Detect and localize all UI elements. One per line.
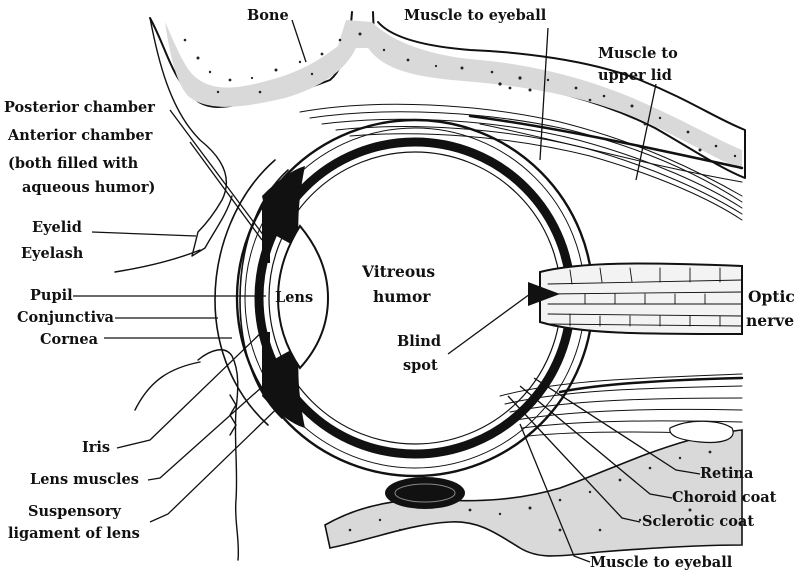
label-suspensory-1: Suspensory <box>28 503 122 520</box>
leader-posterior-chamber <box>170 110 264 236</box>
label-anterior-chamber: Anterior chamber <box>7 127 153 144</box>
leader-eyelid <box>92 232 196 236</box>
label-blind-spot-1: Blind <box>397 333 441 350</box>
label-eyelash: Eyelash <box>21 245 84 262</box>
label-sclerotic-coat: Sclerotic coat <box>642 513 754 530</box>
label-conjunctiva: Conjunctiva <box>17 309 115 326</box>
leader-muscle-to-eyeball-top <box>540 28 548 160</box>
label-muscle-to-upper-lid-2: upper lid <box>598 67 672 84</box>
label-lens-muscles: Lens muscles <box>30 471 139 488</box>
label-muscle-to-eyeball-top: Muscle to eyeball <box>404 7 547 24</box>
label-eyelid: Eyelid <box>32 219 82 236</box>
label-vitreous-1: Vitreous <box>361 262 435 281</box>
label-optic-nerve-1: Optic <box>748 287 795 306</box>
label-bone: Bone <box>247 7 289 24</box>
label-muscle-to-upper-lid-1: Muscle to <box>598 45 678 62</box>
label-retina: Retina <box>700 465 754 482</box>
label-choroid-coat: Choroid coat <box>672 489 777 506</box>
label-vitreous-2: humor <box>373 287 431 306</box>
label-posterior-chamber: Posterior chamber <box>4 99 155 116</box>
label-cornea: Cornea <box>40 331 99 348</box>
label-aqueous-2: aqueous humor) <box>22 179 155 196</box>
leader-bone <box>292 20 306 62</box>
optic-nerve <box>528 264 742 334</box>
label-suspensory-2: ligament of lens <box>8 525 140 542</box>
leader-lens-muscles <box>148 378 272 480</box>
label-lens: Lens <box>275 289 313 306</box>
label-optic-nerve-2: nerve <box>746 311 794 330</box>
leader-blind-spot <box>448 294 530 354</box>
label-blind-spot-2: spot <box>403 357 438 374</box>
label-iris: Iris <box>82 439 110 456</box>
label-aqueous-1: (both filled with <box>8 155 139 172</box>
leader-anterior-chamber <box>190 142 262 240</box>
leader-muscle-to-upper-lid <box>636 84 656 180</box>
label-muscle-to-eyeball-bottom: Muscle to eyeball <box>590 554 733 570</box>
label-pupil: Pupil <box>30 287 73 304</box>
